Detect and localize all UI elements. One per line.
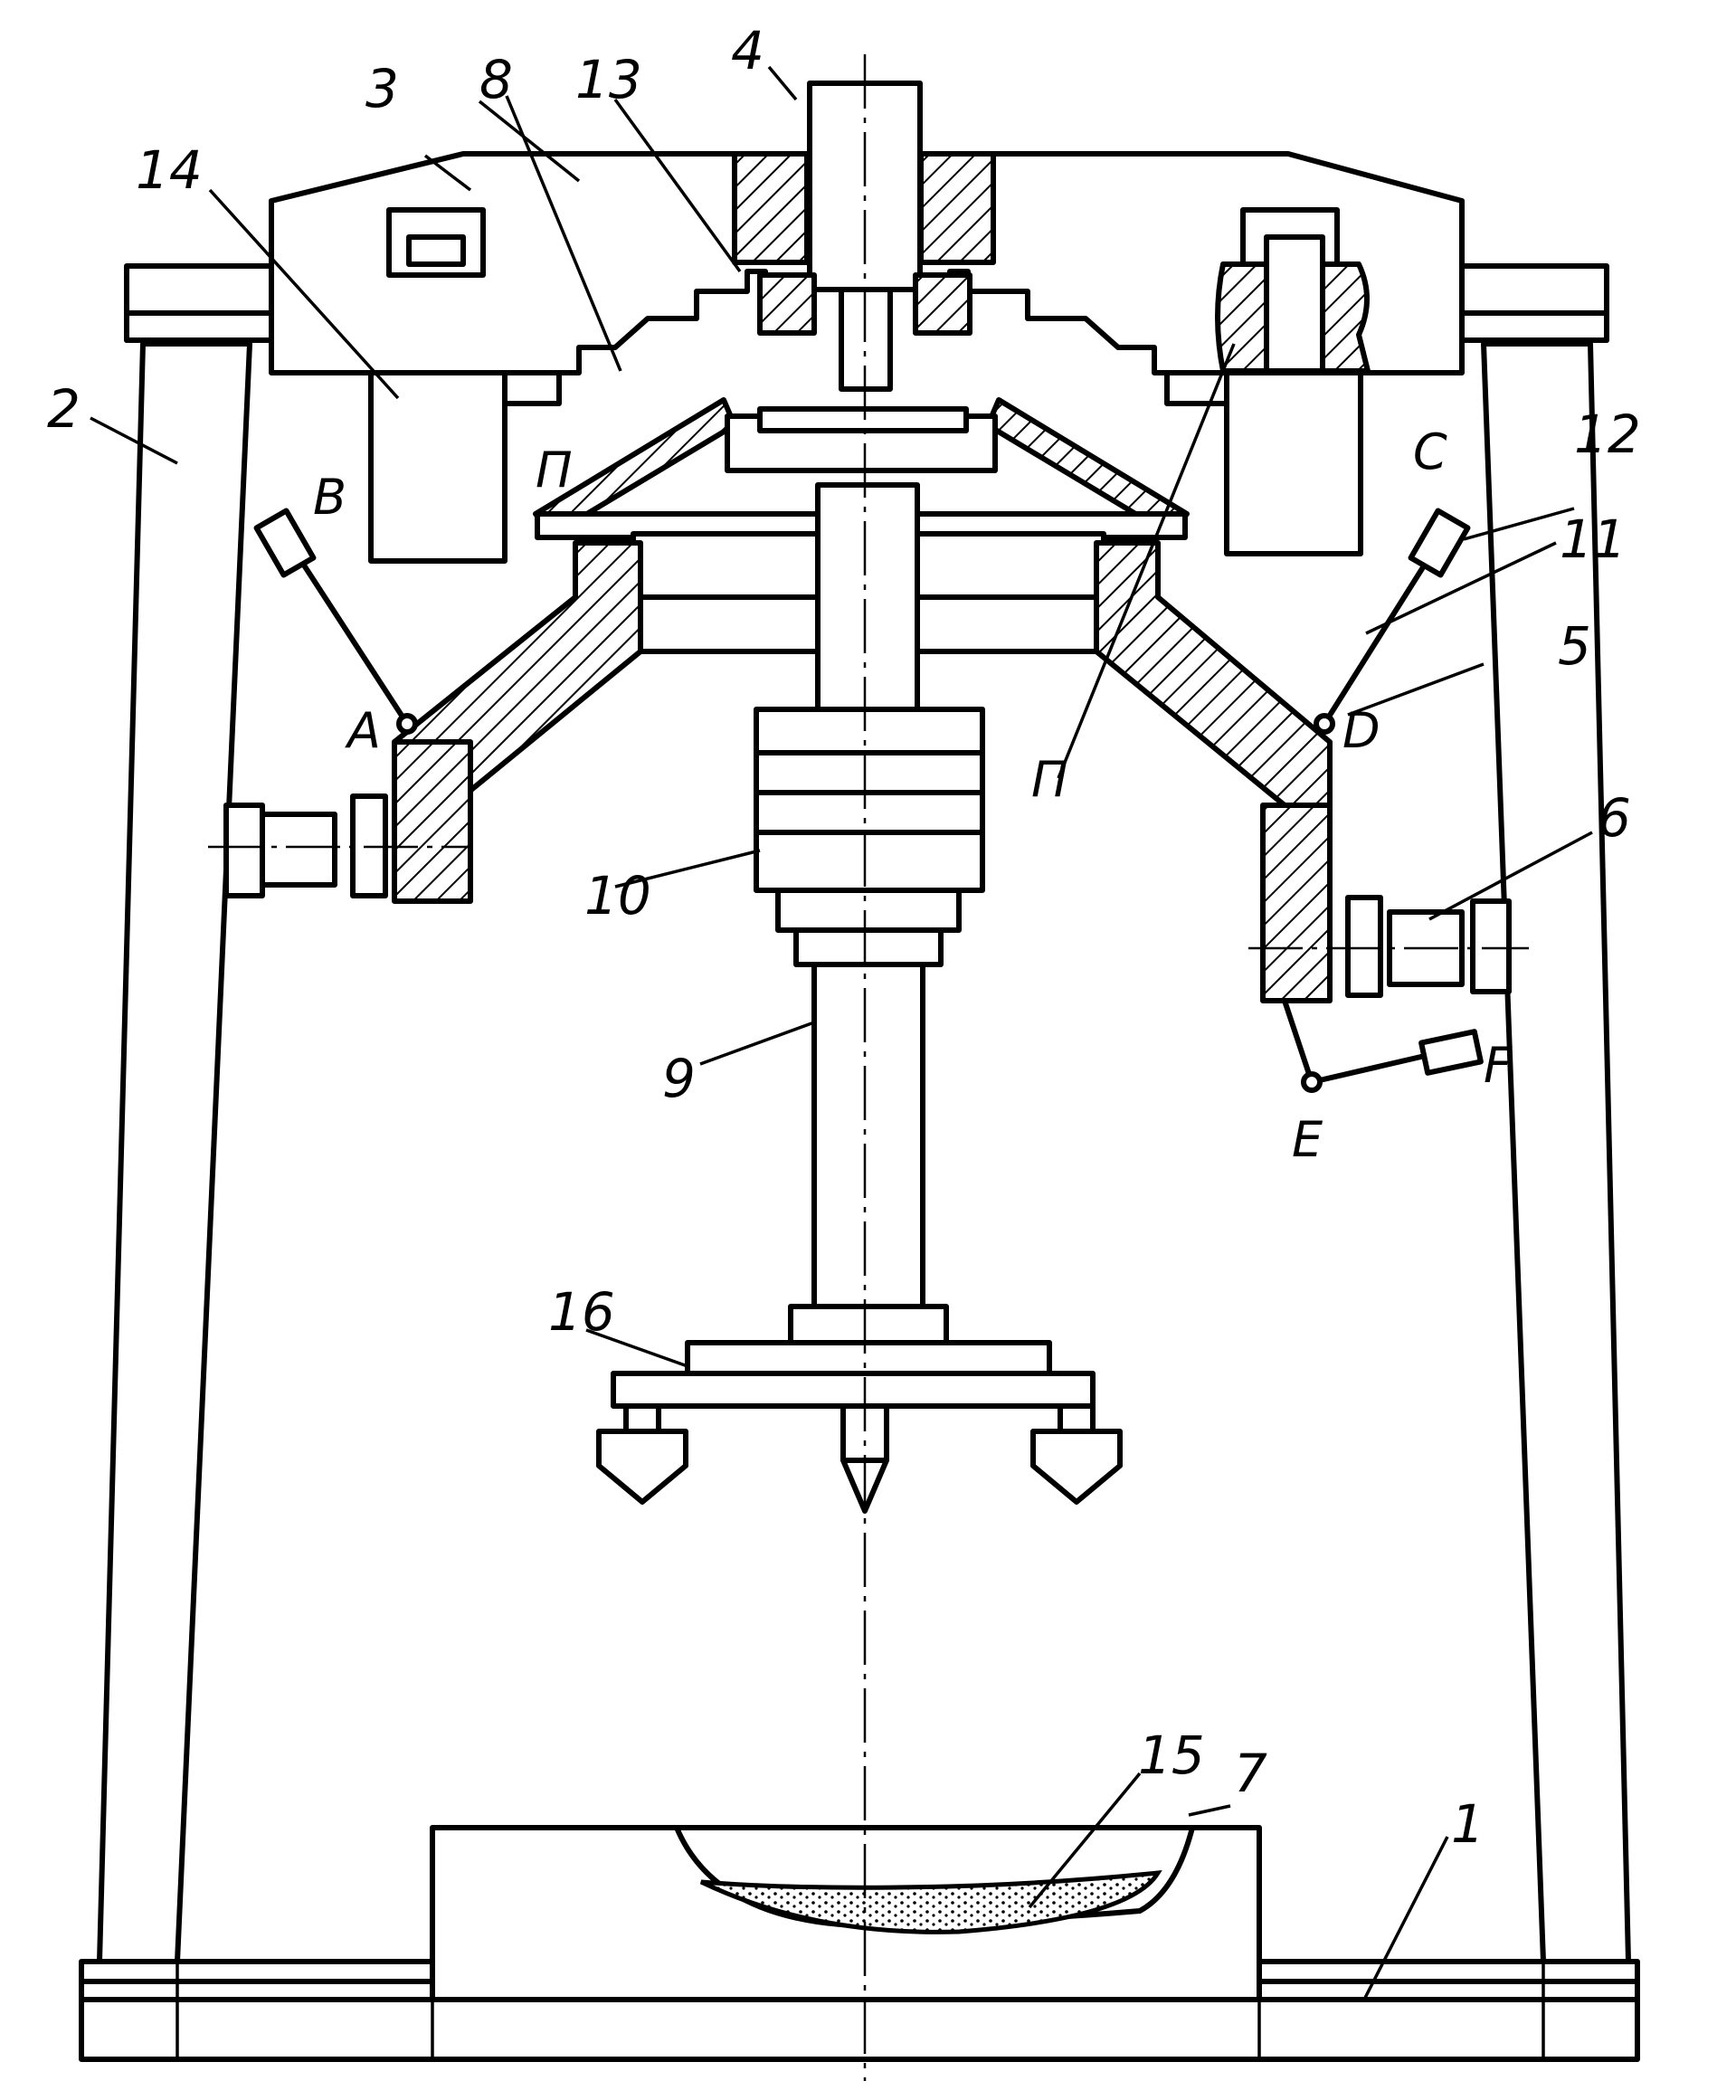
point-label-a: A bbox=[345, 702, 381, 759]
right-motor bbox=[1167, 373, 1361, 554]
part-label-7: 7 bbox=[1234, 1743, 1267, 1804]
point-label-c: C bbox=[1413, 423, 1447, 480]
part-label-12: 12 bbox=[1574, 404, 1641, 465]
part-label-16: 16 bbox=[548, 1281, 615, 1343]
part-label-9: 9 bbox=[662, 1048, 696, 1109]
point-label-p-mid: П bbox=[1031, 751, 1068, 808]
part-label-3: 3 bbox=[365, 58, 399, 119]
part-label-6: 6 bbox=[1598, 787, 1631, 849]
cross-head-16 bbox=[599, 1307, 1120, 1511]
part-label-10: 10 bbox=[584, 865, 651, 926]
point-label-e: E bbox=[1292, 1111, 1323, 1168]
part-label-11: 11 bbox=[1560, 508, 1627, 570]
crucible bbox=[432, 1828, 1259, 2000]
part-label-8: 8 bbox=[479, 49, 513, 110]
part-label-15: 15 bbox=[1138, 1725, 1205, 1786]
point-label-f: F bbox=[1484, 1037, 1513, 1094]
point-label-b: B bbox=[313, 469, 346, 526]
part-label-14: 14 bbox=[136, 139, 203, 201]
point-label-p-left: П bbox=[536, 442, 573, 499]
part-label-1: 1 bbox=[1451, 1793, 1485, 1855]
left-column bbox=[100, 266, 289, 1962]
left-motor-14 bbox=[371, 373, 559, 561]
part-label-4: 4 bbox=[731, 20, 764, 81]
part-label-5: 5 bbox=[1558, 615, 1591, 677]
part-label-2: 2 bbox=[47, 378, 81, 440]
point-label-d: D bbox=[1342, 702, 1380, 759]
part-label-13: 13 bbox=[575, 49, 642, 110]
